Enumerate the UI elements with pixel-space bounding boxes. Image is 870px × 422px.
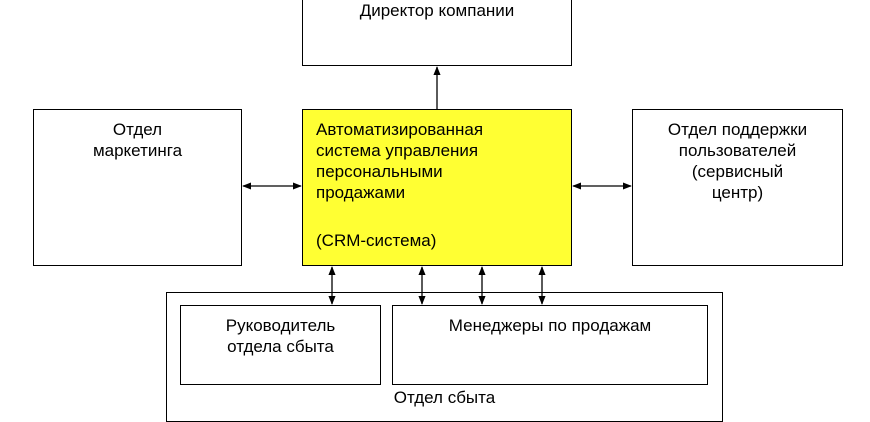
sales-head-label-line-2: отдела сбыта	[227, 337, 334, 356]
connector-arrows	[242, 66, 632, 305]
support-label-line-4: центр)	[711, 183, 764, 202]
sales-head-label-line-1: Руководитель	[225, 316, 336, 335]
crm-acronym: (CRM-система)	[316, 231, 437, 250]
crm-box: Автоматизированная система управления пе…	[302, 109, 572, 266]
support-label-line-3: (сервисный	[691, 162, 784, 181]
sales-managers-box: Менеджеры по продажам	[392, 305, 708, 385]
marketing-label: Отдел маркетинга	[34, 119, 241, 161]
director-box: Директор компании	[302, 0, 572, 66]
support-label-line-2: пользователей	[678, 141, 797, 160]
sales-head-box: Руководитель отдела сбыта	[180, 305, 381, 385]
sales-managers-label: Менеджеры по продажам	[448, 316, 652, 335]
support-label: Отдел поддержки пользователей (сервисный…	[633, 119, 842, 203]
support-box: Отдел поддержки пользователей (сервисный…	[632, 109, 843, 266]
crm-label-line-3: персональными	[316, 162, 443, 181]
crm-label-line-1: Автоматизированная	[316, 120, 484, 139]
marketing-label-line-2: маркетинга	[92, 141, 183, 160]
support-label-line-1: Отдел поддержки	[667, 120, 808, 139]
crm-label: Автоматизированная система управления пе…	[316, 119, 483, 203]
crm-label-line-4: продажами	[316, 183, 406, 202]
crm-label-line-2: система управления	[316, 141, 479, 160]
marketing-label-line-1: Отдел	[112, 120, 163, 139]
director-label: Директор компании	[359, 1, 515, 20]
sales-head-label: Руководитель отдела сбыта	[181, 315, 380, 357]
marketing-box: Отдел маркетинга	[33, 109, 242, 266]
